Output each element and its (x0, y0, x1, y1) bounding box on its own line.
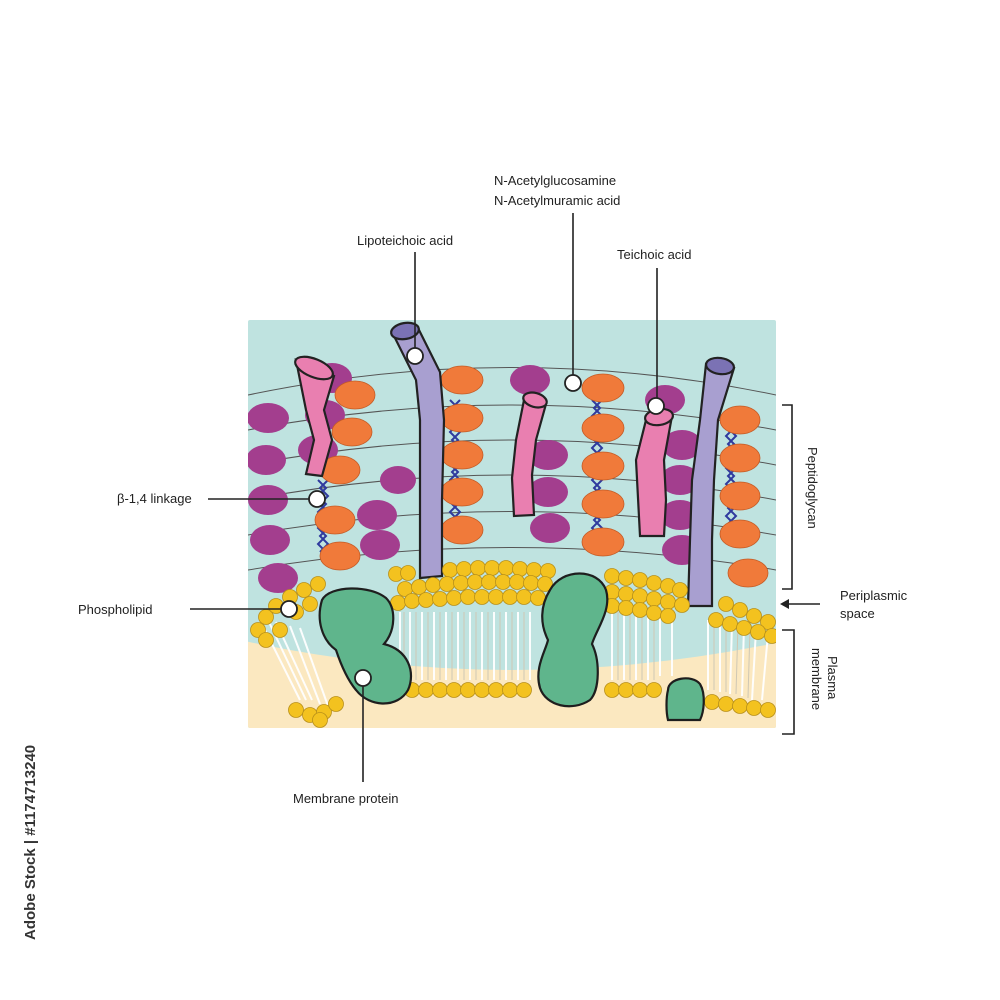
phospholipid-tail-lines (403, 612, 751, 699)
lipoteichoic-marker (406, 347, 424, 365)
label-leaders (190, 213, 820, 782)
label-teichoic: Teichoic acid (617, 247, 691, 262)
phospholipid-heads-outer (250, 560, 776, 648)
membrane-protein-right (665, 677, 705, 722)
teichoic-marker (647, 397, 665, 415)
label-periplasmic-line1: Periplasmic (840, 588, 908, 603)
cell-wall-panel (248, 320, 776, 728)
labels: N-Acetylglucosamine N-Acetylmuramic acid… (78, 173, 908, 806)
linkage-marker (308, 490, 326, 508)
peptidoglycan-bracket (782, 404, 793, 590)
plasma-membrane-bracket (782, 629, 795, 735)
label-nam: N-Acetylmuramic acid (494, 193, 620, 208)
label-plasma-line1: Plasma (825, 656, 840, 700)
periplasmic-arrowhead (780, 599, 789, 609)
lipoteichoic-acid-tubes (390, 321, 736, 608)
membrane-protein-left (318, 587, 413, 705)
label-linkage: β-1,4 linkage (117, 491, 192, 506)
teichoic-acid-tubes (294, 355, 675, 538)
phospholipid-marker (280, 600, 298, 618)
membrane-proteins (318, 572, 705, 722)
membrane-protein-middle (537, 572, 609, 708)
label-membrane-protein: Membrane protein (293, 791, 399, 806)
label-peptidoglycan: Peptidoglycan (805, 447, 820, 529)
label-periplasmic-line2: space (840, 606, 875, 621)
label-lipoteichoic: Lipoteichoic acid (357, 233, 453, 248)
nag-nam-marker (564, 374, 582, 392)
stock-id-text: Adobe Stock | #1174713240 (22, 745, 39, 940)
nam-sugars (314, 365, 769, 588)
membrane-protein-marker (354, 669, 372, 687)
label-plasma-line2: membrane (809, 648, 824, 710)
label-nag: N-Acetylglucosamine (494, 173, 616, 188)
label-phospholipid: Phospholipid (78, 602, 152, 617)
